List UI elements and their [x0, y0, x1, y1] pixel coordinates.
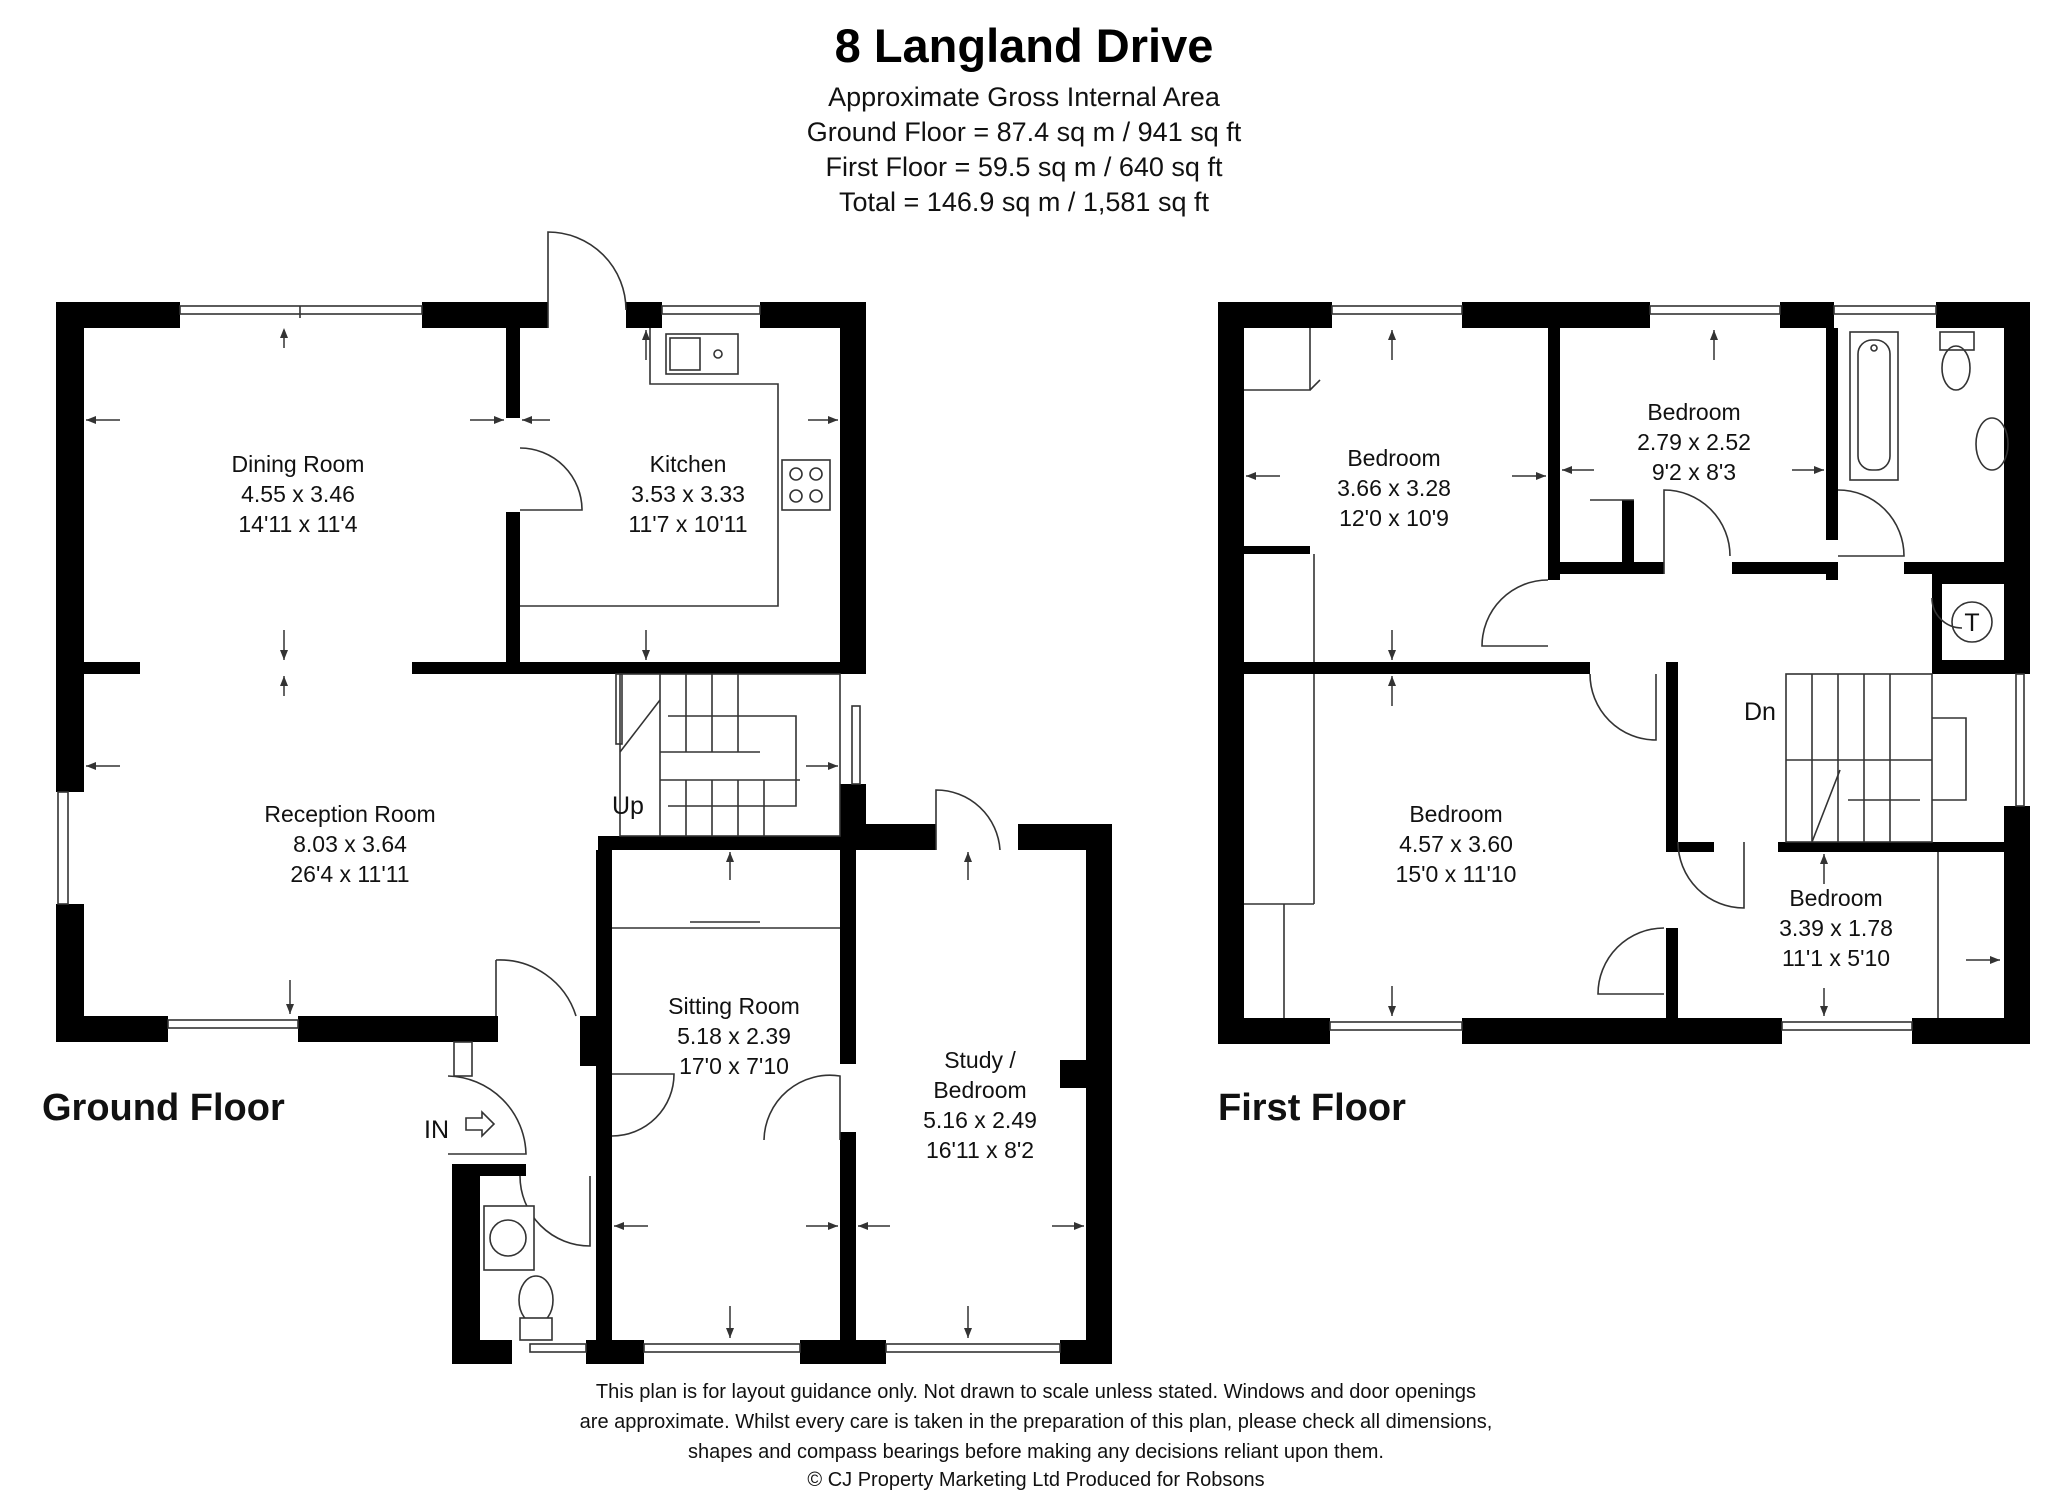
first-floor-fittings: T — [1244, 331, 2009, 1018]
room-name: Reception Room — [264, 801, 435, 827]
ground-floor-doors — [447, 231, 1001, 1247]
ground-floor-label: Ground Floor — [42, 1087, 285, 1129]
area-line-3: First Floor = 59.5 sq m / 640 sq ft — [826, 152, 1223, 182]
first-floor-windows — [1329, 305, 2025, 1031]
room-metric: 3.66 x 3.28 — [1337, 475, 1451, 501]
room-imperial: 26'4 x 11'11 — [290, 861, 409, 887]
ground-floor-stairs — [615, 673, 841, 837]
room-imperial: 15'0 x 11'10 — [1396, 861, 1517, 887]
room-name: Sitting Room — [668, 993, 800, 1019]
stairs-up-label: Up — [612, 792, 644, 820]
room-name: Bedroom — [1647, 399, 1740, 425]
room-imperial: 11'1 x 5'10 — [1782, 945, 1890, 971]
room-bedroom-3: Bedroom 4.57 x 3.60 15'0 x 11'10 — [1396, 801, 1517, 887]
area-line-2: Ground Floor = 87.4 sq m / 941 sq ft — [807, 117, 1242, 147]
room-name: Dining Room — [232, 451, 365, 477]
room-imperial: 11'7 x 10'11 — [628, 511, 747, 537]
room-bedroom-4: Bedroom 3.39 x 1.78 11'1 x 5'10 — [1779, 885, 1893, 971]
room-metric: 8.03 x 3.64 — [293, 831, 407, 857]
first-floor-doors — [1244, 328, 1963, 995]
stairs-down-label: Dn — [1744, 698, 1776, 726]
header: 8 Langland Drive Approximate Gross Inter… — [807, 19, 1242, 217]
plan-title: 8 Langland Drive — [835, 19, 1214, 72]
room-kitchen: Kitchen 3.53 x 3.33 11'7 x 10'11 — [628, 451, 747, 537]
footer-line-2: are approximate. Whilst every care is ta… — [580, 1411, 1493, 1433]
room-name: Bedroom — [1347, 445, 1440, 471]
entrance-label: IN — [424, 1116, 449, 1144]
disclaimer-footer: This plan is for layout guidance only. N… — [580, 1381, 1493, 1491]
room-metric: 5.16 x 2.49 — [923, 1107, 1037, 1133]
footer-line-3: shapes and compass bearings before makin… — [688, 1441, 1384, 1463]
room-sitting-room: Sitting Room 5.18 x 2.39 17'0 x 7'10 — [668, 993, 800, 1079]
room-name: Kitchen — [650, 451, 727, 477]
ground-floor-walls — [56, 302, 1112, 1364]
area-line-1: Approximate Gross Internal Area — [828, 82, 1221, 112]
room-metric: 3.53 x 3.33 — [631, 481, 745, 507]
first-floor-plan: T — [1218, 302, 2030, 1129]
room-bedroom-2: Bedroom 2.79 x 2.52 9'2 x 8'3 — [1637, 399, 1751, 485]
room-imperial: 17'0 x 7'10 — [679, 1053, 789, 1079]
tank-label: T — [1964, 609, 1979, 637]
kitchen-fittings — [520, 328, 831, 607]
first-floor-dimension-arrows — [1246, 330, 2000, 1016]
room-study-bedroom: Study / Bedroom 5.16 x 2.49 16'11 x 8'2 — [923, 1047, 1037, 1163]
cloakroom-fittings — [453, 1041, 554, 1341]
footer-line-1: This plan is for layout guidance only. N… — [596, 1381, 1476, 1403]
first-floor-label: First Floor — [1218, 1087, 1406, 1129]
ground-floor-plan: Dining Room 4.55 x 3.46 14'11 x 11'4 Kit… — [42, 231, 1112, 1364]
first-floor-walls — [1218, 302, 2030, 1044]
room-imperial: 12'0 x 10'9 — [1339, 505, 1449, 531]
room-imperial: 16'11 x 8'2 — [926, 1137, 1034, 1163]
room-name: Bedroom — [1409, 801, 1502, 827]
room-metric: 4.55 x 3.46 — [241, 481, 355, 507]
room-name-line-2: Bedroom — [933, 1077, 1026, 1103]
footer-copyright: © CJ Property Marketing Ltd Produced for… — [807, 1469, 1264, 1491]
ground-floor-dimension-arrows — [86, 328, 1084, 1338]
room-imperial: 9'2 x 8'3 — [1652, 459, 1736, 485]
room-name-line-1: Study / — [944, 1047, 1016, 1073]
room-metric: 4.57 x 3.60 — [1399, 831, 1513, 857]
room-reception-room: Reception Room 8.03 x 3.64 26'4 x 11'11 — [264, 801, 435, 887]
room-imperial: 14'11 x 11'4 — [238, 511, 357, 537]
room-dining-room: Dining Room 4.55 x 3.46 14'11 x 11'4 — [232, 451, 365, 537]
room-metric: 2.79 x 2.52 — [1637, 429, 1751, 455]
ground-floor-windows — [57, 305, 1061, 1353]
room-bedroom-1: Bedroom 3.66 x 3.28 12'0 x 10'9 — [1337, 445, 1451, 531]
first-floor-stairs — [1785, 673, 1967, 843]
area-line-4: Total = 146.9 sq m / 1,581 sq ft — [839, 187, 1209, 217]
room-metric: 5.18 x 2.39 — [677, 1023, 791, 1049]
room-metric: 3.39 x 1.78 — [1779, 915, 1893, 941]
room-name: Bedroom — [1789, 885, 1882, 911]
